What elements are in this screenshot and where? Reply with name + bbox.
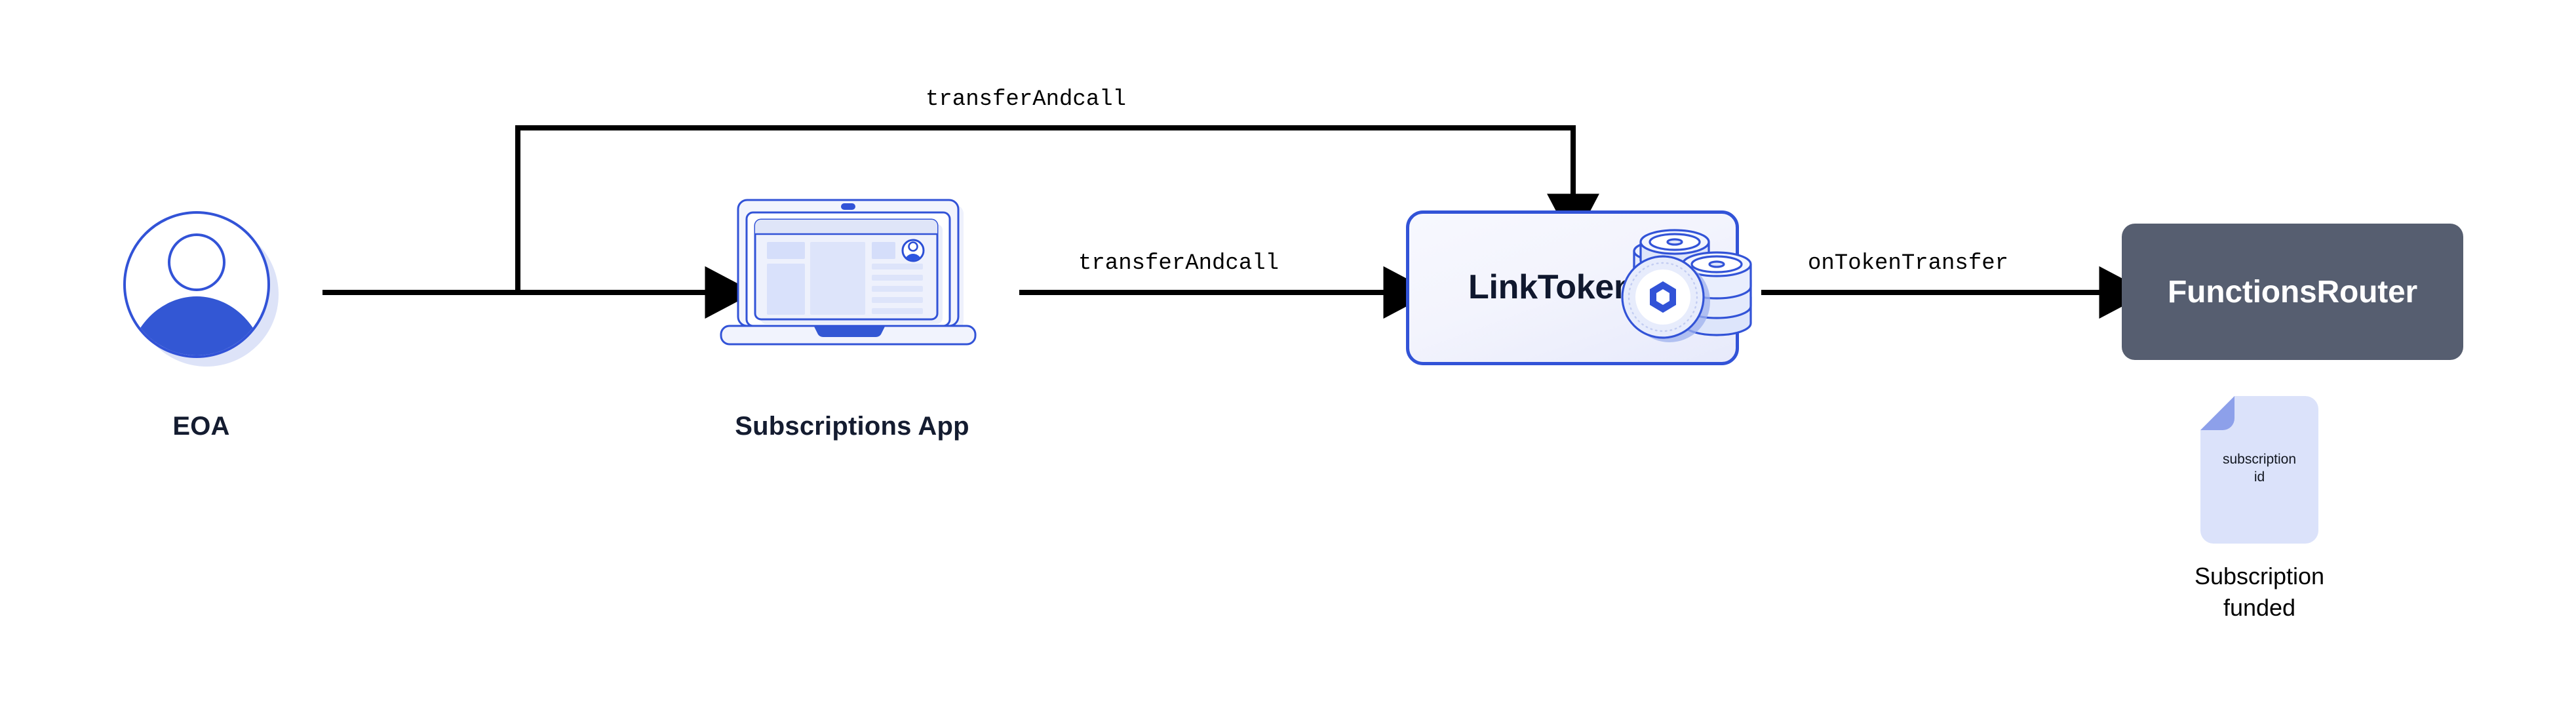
- functionsrouter-node[interactable]: FunctionsRouter: [2122, 224, 2463, 360]
- functionsrouter-label: FunctionsRouter: [2168, 274, 2417, 309]
- edge-eoa-to-linktoken-top: [515, 125, 1599, 292]
- doc-line-1: subscription: [2222, 452, 2297, 467]
- app-user-avatar-icon: [901, 239, 925, 262]
- edge-label-app-to-linktoken: transferAndcall: [1078, 251, 1279, 276]
- subscriptions-app-label: Subscriptions App: [735, 412, 969, 441]
- chainlink-coin-icon: [1621, 255, 1710, 342]
- caption-line-1: Subscription: [2194, 563, 2325, 589]
- link-coin-stack-icon: [1621, 229, 1752, 342]
- caption-line-2: funded: [2223, 593, 2296, 621]
- subscriptions-app-node[interactable]: [714, 190, 990, 354]
- eoa-node[interactable]: [117, 205, 286, 374]
- linktoken-label: LinkToken: [1468, 268, 1635, 306]
- edge-label-linktoken-to-router: onTokenTransfer: [1808, 251, 2009, 276]
- laptop-icon: [720, 199, 977, 346]
- subscription-doc-text: subscription id: [2200, 450, 2318, 487]
- user-avatar-icon: [123, 211, 279, 367]
- subscription-funded-caption: Subscription funded: [2122, 561, 2397, 623]
- subscription-doc[interactable]: subscription id: [2200, 396, 2318, 544]
- document-icon: [2200, 396, 2318, 544]
- edge-label-eoa-to-linktoken: transferAndcall: [926, 87, 1127, 112]
- doc-line-2: id: [2254, 469, 2265, 485]
- eoa-label: EOA: [172, 412, 230, 441]
